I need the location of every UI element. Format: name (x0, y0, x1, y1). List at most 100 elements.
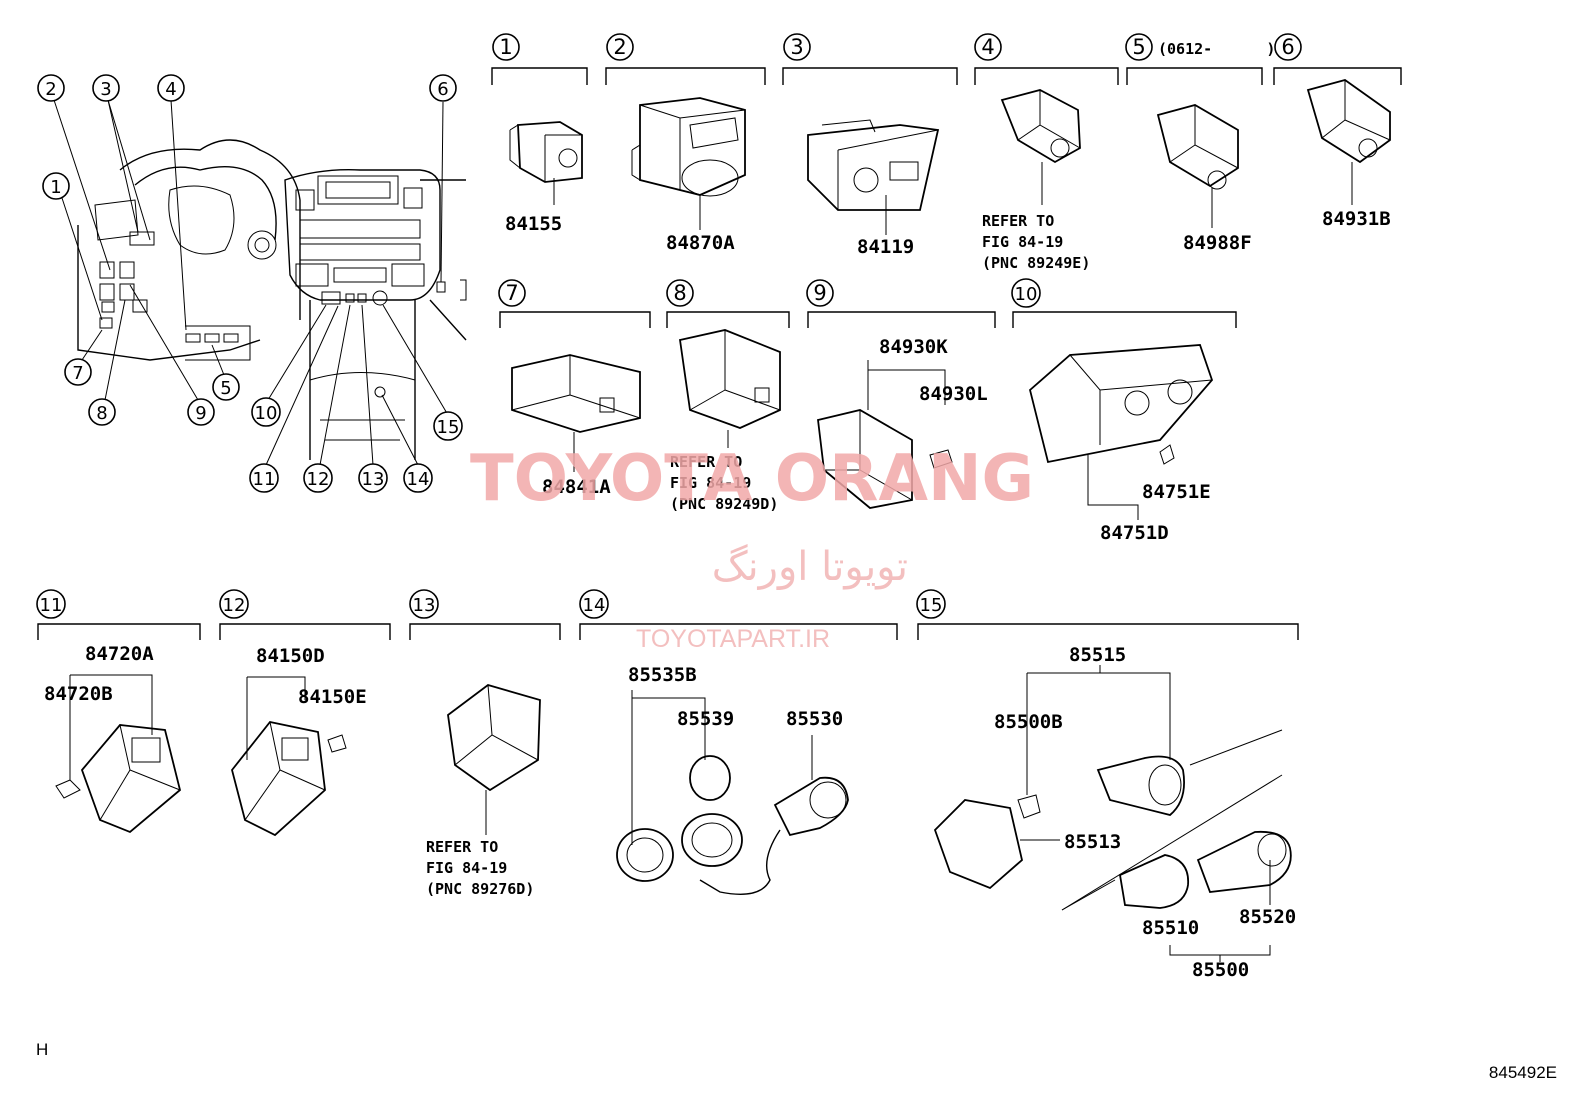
svg-text:3: 3 (790, 35, 803, 59)
svg-text:15: 15 (437, 417, 460, 438)
svg-text:1: 1 (499, 35, 512, 59)
ref-section-13-line2: FIG 84-19 (426, 859, 507, 877)
switch-84150D-drawing (231, 676, 347, 837)
overview-callout-6: 6 (429, 74, 457, 102)
part-84870A-label: 84870A (666, 232, 735, 254)
part-85510-label: 85510 (1142, 917, 1199, 939)
overview-callout-15: 15 (433, 411, 463, 441)
section-11-header: 11 (36, 589, 201, 640)
svg-text:9: 9 (813, 281, 826, 305)
overview-callout-12: 12 (303, 463, 333, 493)
heater-control-84751D-drawing (1028, 344, 1214, 520)
part-84841A-label: 84841A (542, 476, 611, 498)
watermark-persian: تویوتا اورنگ (712, 544, 908, 590)
part-85500B-label: 85500B (994, 711, 1063, 733)
part-84751E-label: 84751E (1142, 481, 1211, 503)
svg-text:4: 4 (981, 35, 994, 59)
switch-84841A-drawing (511, 354, 641, 472)
section-7-header: 7 (498, 279, 651, 328)
svg-text:14: 14 (583, 595, 606, 616)
svg-text:10: 10 (1015, 284, 1038, 305)
part-84119-label: 84119 (857, 236, 914, 258)
overview-callout-8: 8 (88, 398, 116, 426)
part-84930K-label: 84930K (879, 336, 948, 358)
dashboard-overview: 1 2 3 4 6 7 8 9 5 10 11 12 13 14 15 (37, 74, 467, 493)
section-5-header: 5(0612- ) (1125, 33, 1275, 85)
ref-section-8-line2: FIG 84-19 (670, 474, 751, 492)
svg-text:3: 3 (100, 79, 111, 100)
svg-text:7: 7 (72, 363, 83, 384)
part-84751D-label: 84751D (1100, 522, 1169, 544)
section-14-header: 14 (579, 589, 898, 640)
part-85520-label: 85520 (1239, 906, 1296, 928)
svg-text:6: 6 (437, 79, 448, 100)
overview-callout-5: 5 (212, 373, 240, 401)
switch-84720A-drawing (55, 674, 182, 834)
overview-callout-13: 13 (358, 463, 388, 493)
switch-section-4-drawing (1000, 89, 1081, 205)
ref-section-13-line1: REFER TO (426, 838, 498, 856)
watermark-title: TOYOTA ORANG (470, 442, 1034, 516)
part-85530-label: 85530 (786, 708, 843, 730)
svg-text:12: 12 (223, 595, 246, 616)
overview-callout-14: 14 (403, 463, 433, 493)
svg-text:11: 11 (40, 595, 63, 616)
svg-text:10: 10 (255, 403, 278, 424)
section-8-header: 8 (666, 279, 790, 328)
svg-text:8: 8 (673, 281, 686, 305)
overview-callout-3: 3 (92, 74, 120, 102)
section-3-header: 3 (782, 33, 958, 85)
switch-section-13-drawing (447, 684, 541, 835)
section-9-header: 9 (806, 279, 996, 328)
overview-callout-7: 7 (64, 358, 92, 386)
corner-mark: H (36, 1040, 48, 1059)
part-84155-label: 84155 (505, 213, 562, 235)
ref-section-4-line2: FIG 84-19 (982, 233, 1063, 251)
diagram-id: 845492E (1489, 1063, 1557, 1082)
section-4-header: 4 (974, 33, 1119, 85)
part-84720B-label: 84720B (44, 683, 113, 705)
part-85500-label: 85500 (1192, 959, 1249, 981)
svg-text:1: 1 (50, 177, 61, 198)
ref-section-13-line3: (PNC 89276D) (426, 880, 534, 898)
svg-text:9: 9 (195, 403, 206, 424)
switch-84155-drawing (509, 121, 583, 205)
part-84720A-label: 84720A (85, 643, 154, 665)
overview-callout-10: 10 (251, 397, 281, 427)
ref-section-8-line3: (PNC 89249D) (670, 495, 778, 513)
section-2-header: 2 (605, 33, 766, 85)
svg-text:4: 4 (165, 79, 176, 100)
section-1-header: 1 (491, 33, 588, 85)
switch-84931B-drawing (1306, 79, 1391, 205)
part-84931B-label: 84931B (1322, 208, 1391, 230)
part-85535B-label: 85535B (628, 664, 697, 686)
ref-section-8-line1: REFER TO (670, 453, 742, 471)
overview-callout-4: 4 (157, 74, 185, 102)
part-labels: 84155 84870A 84119 REFER TO FIG 84-19 (P… (44, 208, 1391, 981)
svg-text:5: 5 (220, 378, 231, 399)
svg-text:14: 14 (407, 469, 430, 490)
ref-section-4-line3: (PNC 89249E) (982, 254, 1090, 272)
part-85515-label: 85515 (1069, 644, 1126, 666)
watermark-site: TOYOTAPART.IR (636, 625, 830, 653)
watermark: TOYOTA ORANG تویوتا اورنگ TOYOTAPART.IR (470, 442, 1034, 653)
section-10-header: 10 (1011, 278, 1237, 328)
svg-text:13: 13 (413, 595, 436, 616)
svg-text:(0612- ): (0612- ) (1158, 40, 1275, 58)
svg-text:12: 12 (307, 469, 330, 490)
part-84150E-label: 84150E (298, 686, 367, 708)
cigarette-lighter-85515-drawing (933, 665, 1292, 962)
section-13-header: 13 (409, 589, 561, 640)
svg-text:15: 15 (920, 595, 943, 616)
svg-text:7: 7 (505, 281, 518, 305)
overview-callout-1: 1 (42, 172, 70, 200)
mirror-switch-84870A-drawing (631, 97, 746, 230)
section-12-header: 12 (219, 589, 391, 640)
svg-text:2: 2 (45, 79, 56, 100)
section-6-header: 6 (1273, 33, 1402, 85)
svg-text:8: 8 (96, 403, 107, 424)
switch-84930K-drawing (817, 360, 953, 509)
part-84988F-label: 84988F (1183, 232, 1252, 254)
part-85539-label: 85539 (677, 708, 734, 730)
switch-84988F-drawing (1156, 104, 1239, 228)
